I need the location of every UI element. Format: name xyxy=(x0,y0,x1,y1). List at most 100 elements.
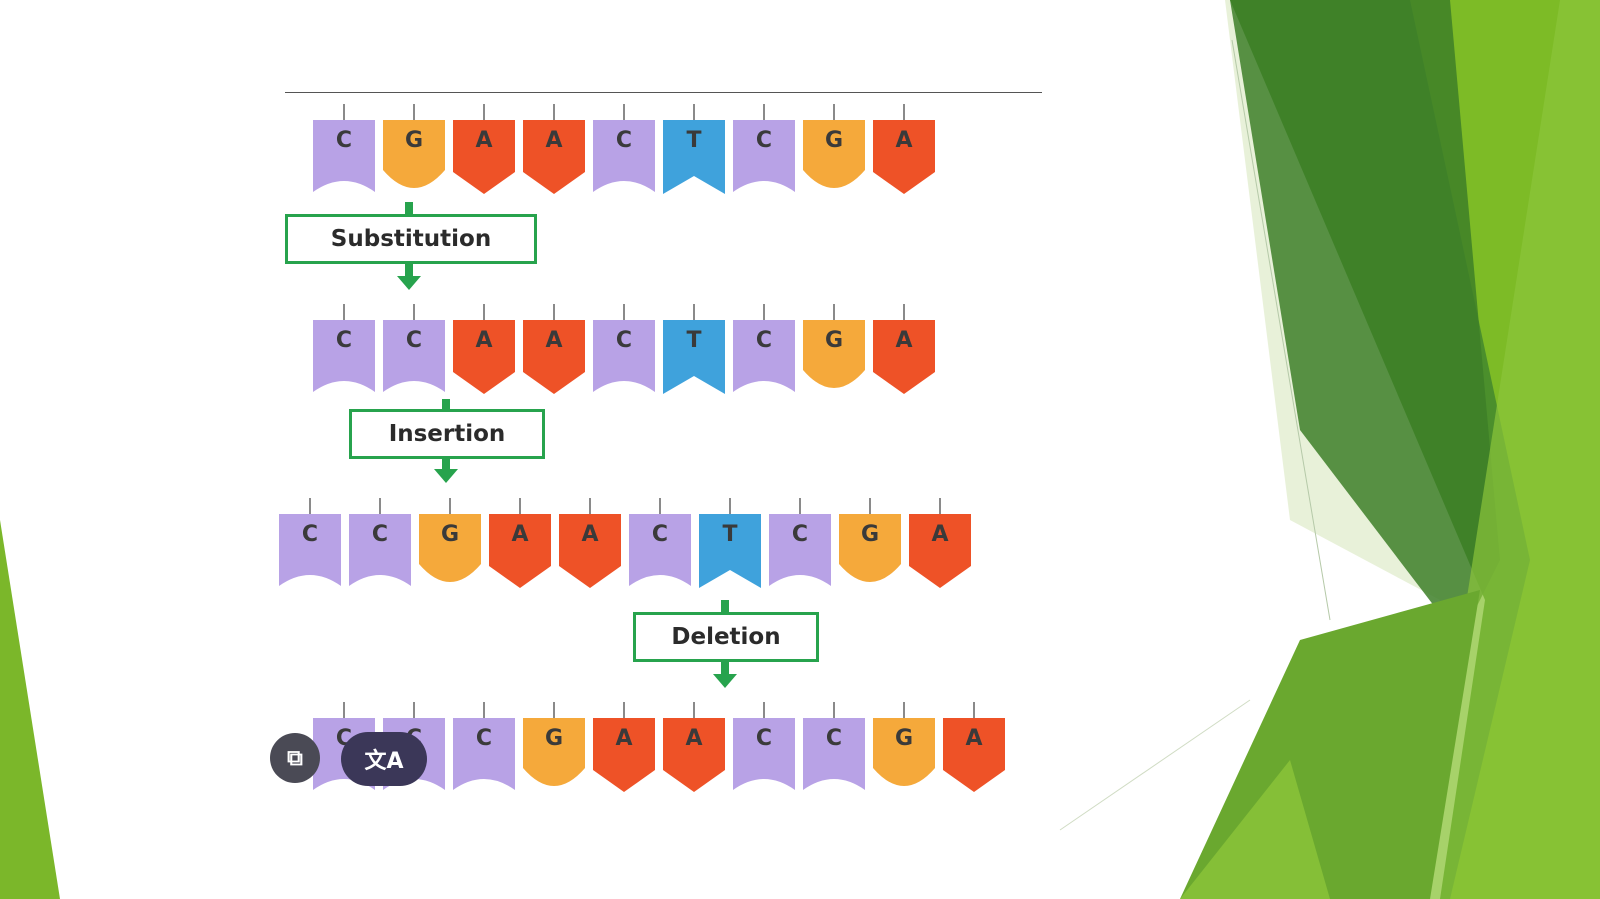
nucleotide-letter: T xyxy=(686,328,702,353)
backbone-stem xyxy=(483,304,485,322)
nucleotide-G: G xyxy=(383,98,445,198)
copy-icon[interactable]: ⧉ xyxy=(270,733,320,783)
backbone-stem xyxy=(379,498,381,516)
nucleotide-C: C xyxy=(593,298,655,398)
backbone-stem xyxy=(903,104,905,122)
down-arrow-icon xyxy=(434,469,458,483)
nucleotide-letter: A xyxy=(475,128,493,153)
nucleotide-shape xyxy=(663,320,725,394)
nucleotide-letter: C xyxy=(825,726,843,751)
nucleotide-shape xyxy=(733,718,795,790)
nucleotide-shape xyxy=(733,120,795,192)
nucleotide-shape xyxy=(349,514,411,586)
nucleotide-shape xyxy=(419,514,481,582)
nucleotide-C: C xyxy=(803,696,865,796)
top-rule xyxy=(285,92,1042,93)
nucleotide-letter: G xyxy=(440,522,460,547)
nucleotide-A: A xyxy=(873,298,935,398)
nucleotide-G: G xyxy=(419,492,481,592)
nucleotide-letter: C xyxy=(405,328,423,353)
nucleotide-G: G xyxy=(803,298,865,398)
nucleotide-shape xyxy=(279,514,341,586)
nucleotide-C: C xyxy=(313,298,375,398)
nucleotide-shape xyxy=(873,320,935,394)
step-connector xyxy=(442,399,450,415)
nucleotide-shape xyxy=(873,718,935,786)
backbone-stem xyxy=(693,702,695,720)
nucleotide-letter: A xyxy=(965,726,983,751)
backbone-stem xyxy=(939,498,941,516)
nucleotide-shape xyxy=(313,120,375,192)
nucleotide-letter: C xyxy=(755,128,773,153)
nucleotide-shape xyxy=(803,718,865,790)
nucleotide-shape xyxy=(593,320,655,392)
nucleotide-shape xyxy=(523,120,585,194)
backbone-stem xyxy=(623,104,625,122)
backbone-stem xyxy=(833,104,835,122)
nucleotide-C: C xyxy=(279,492,341,592)
backbone-stem xyxy=(869,498,871,516)
nucleotide-shape xyxy=(489,514,551,588)
backbone-stem xyxy=(553,304,555,322)
nucleotide-C: C xyxy=(629,492,691,592)
nucleotide-shape xyxy=(523,718,585,786)
backbone-stem xyxy=(693,104,695,122)
backbone-stem xyxy=(799,498,801,516)
nucleotide-letter: A xyxy=(475,328,493,353)
nucleotide-letter: C xyxy=(651,522,669,547)
backbone-stem xyxy=(589,498,591,516)
nucleotide-T: T xyxy=(663,98,725,198)
nucleotide-letter: A xyxy=(581,522,599,547)
nucleotide-letter: C xyxy=(615,128,633,153)
nucleotide-shape xyxy=(383,320,445,392)
backbone-stem xyxy=(449,498,451,516)
nucleotide-letter: A xyxy=(615,726,633,751)
step-label-box: Substitution xyxy=(285,214,537,264)
nucleotide-T: T xyxy=(699,492,761,592)
backbone-stem xyxy=(659,498,661,516)
backbone-stem xyxy=(833,702,835,720)
nucleotide-shape xyxy=(453,320,515,394)
backbone-stem xyxy=(413,702,415,720)
nucleotide-A: A xyxy=(559,492,621,592)
backbone-stem xyxy=(343,702,345,720)
backbone-stem xyxy=(763,304,765,322)
nucleotide-letter: C xyxy=(755,726,773,751)
nucleotide-C: C xyxy=(733,696,795,796)
nucleotide-shape xyxy=(873,120,935,194)
nucleotide-shape xyxy=(663,718,725,792)
nucleotide-C: C xyxy=(769,492,831,592)
nucleotide-shape xyxy=(733,320,795,392)
step-connector xyxy=(442,459,450,471)
nucleotide-C: C xyxy=(383,298,445,398)
nucleotide-C: C xyxy=(593,98,655,198)
backbone-stem xyxy=(903,304,905,322)
nucleotide-letter: T xyxy=(686,128,702,153)
nucleotide-letter: G xyxy=(404,128,424,153)
backbone-stem xyxy=(343,304,345,322)
step-connector xyxy=(721,662,729,674)
nucleotide-C: C xyxy=(313,98,375,198)
nucleotide-shape xyxy=(453,120,515,194)
backbone-stem xyxy=(553,702,555,720)
backbone-stem xyxy=(623,702,625,720)
nucleotide-A: A xyxy=(663,696,725,796)
nucleotide-A: A xyxy=(523,98,585,198)
nucleotide-shape xyxy=(383,120,445,188)
translate-icon[interactable]: 文A xyxy=(341,732,427,786)
nucleotide-letter: C xyxy=(615,328,633,353)
nucleotide-letter: G xyxy=(824,128,844,153)
nucleotide-G: G xyxy=(523,696,585,796)
step-label-box: Insertion xyxy=(349,409,545,459)
nucleotide-shape xyxy=(909,514,971,588)
nucleotide-shape xyxy=(943,718,1005,792)
backbone-stem xyxy=(519,498,521,516)
nucleotide-A: A xyxy=(873,98,935,198)
backbone-stem xyxy=(309,498,311,516)
backbone-stem xyxy=(553,104,555,122)
step-label-box: Deletion xyxy=(633,612,819,662)
down-arrow-icon xyxy=(397,276,421,290)
